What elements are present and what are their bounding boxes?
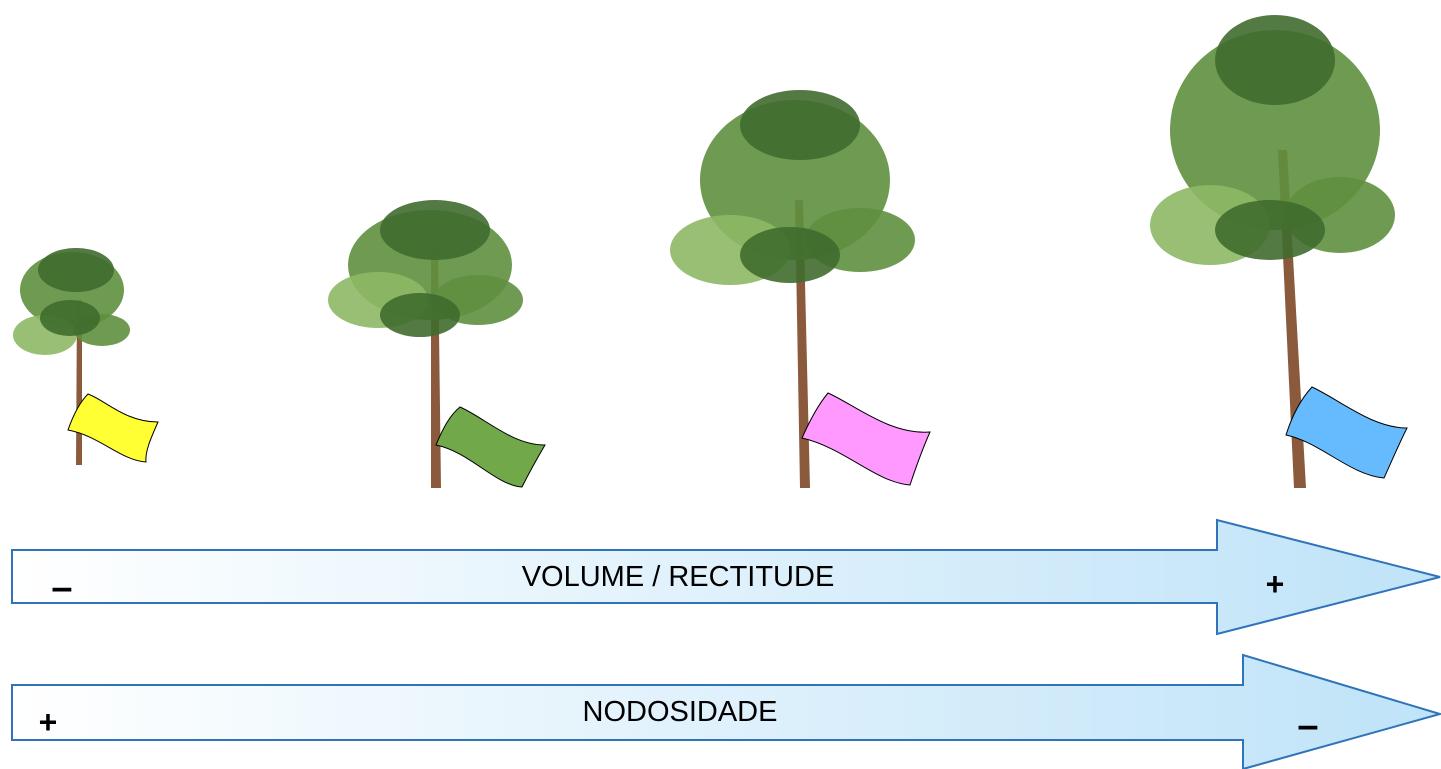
tree-foliage — [670, 90, 915, 285]
nodosidade-arrow: NODOSIDADE + – — [11, 653, 1441, 769]
tree-large — [670, 90, 931, 488]
flag-green — [435, 406, 546, 488]
tree-foliage — [13, 248, 130, 355]
volume-rectitude-arrow: VOLUME / RECTITUDE – + — [11, 518, 1441, 636]
tree-small — [13, 248, 159, 465]
arrow-label: NODOSIDADE — [583, 696, 778, 728]
minus-sign: – — [51, 567, 72, 609]
tree-foliage — [328, 200, 523, 337]
arrow-label: VOLUME / RECTITUDE — [522, 561, 835, 593]
tree-largest — [1150, 15, 1408, 488]
plus-sign: + — [1266, 566, 1285, 602]
tree-medium — [328, 200, 546, 488]
arrow-shape — [11, 518, 1441, 636]
tree-foliage — [1150, 15, 1395, 265]
plus-sign: + — [39, 704, 58, 740]
flag-yellow — [67, 393, 159, 463]
flag-blue — [1285, 386, 1408, 479]
arrow-shape — [11, 653, 1441, 769]
minus-sign: – — [1297, 705, 1318, 747]
flag-pink — [801, 392, 931, 486]
